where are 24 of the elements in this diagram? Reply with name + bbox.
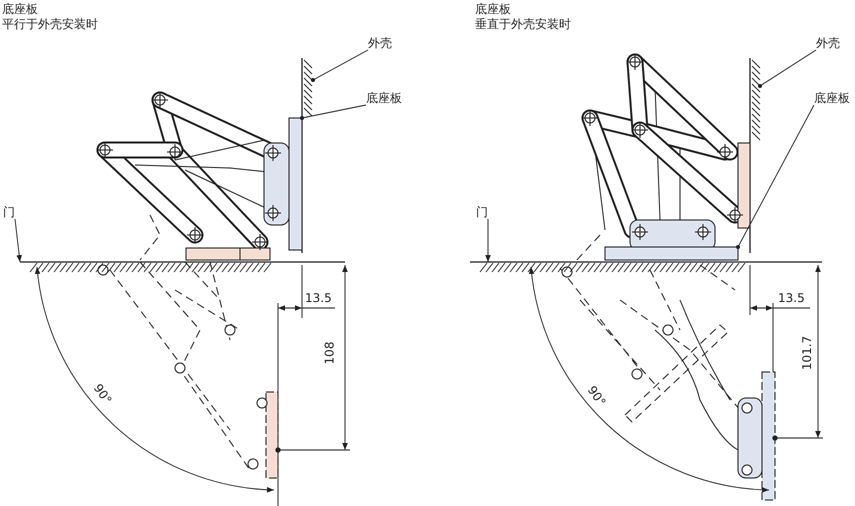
base-plate [288, 118, 302, 250]
door-drawing [20, 261, 345, 272]
leader-line [311, 50, 368, 82]
heading-text: 底座板 [2, 2, 38, 16]
leader-line [485, 218, 491, 262]
part-label: 底座板 [366, 91, 402, 105]
leader-line [736, 104, 814, 249]
heading-text: 垂直于外壳安装时 [475, 17, 571, 31]
dimension-label: 13.5 [778, 291, 805, 305]
heading-text: 平行于外壳安装时 [2, 17, 98, 31]
part-label: 门 [3, 205, 15, 219]
dimension-label: 108 [322, 342, 336, 364]
base-plate [604, 246, 738, 260]
door-drawing [470, 261, 822, 272]
part-label: 外壳 [816, 36, 840, 50]
part-label: 门 [476, 205, 488, 219]
dimension-label: 13.5 [305, 291, 332, 305]
leader-line [758, 50, 816, 88]
part-label: 底座板 [814, 91, 850, 105]
part-label: 外壳 [368, 36, 392, 50]
leader-line [14, 218, 22, 262]
heading-text: 底座板 [475, 2, 511, 16]
dimension-label: 101.7 [800, 336, 814, 370]
leader-line [300, 104, 366, 120]
